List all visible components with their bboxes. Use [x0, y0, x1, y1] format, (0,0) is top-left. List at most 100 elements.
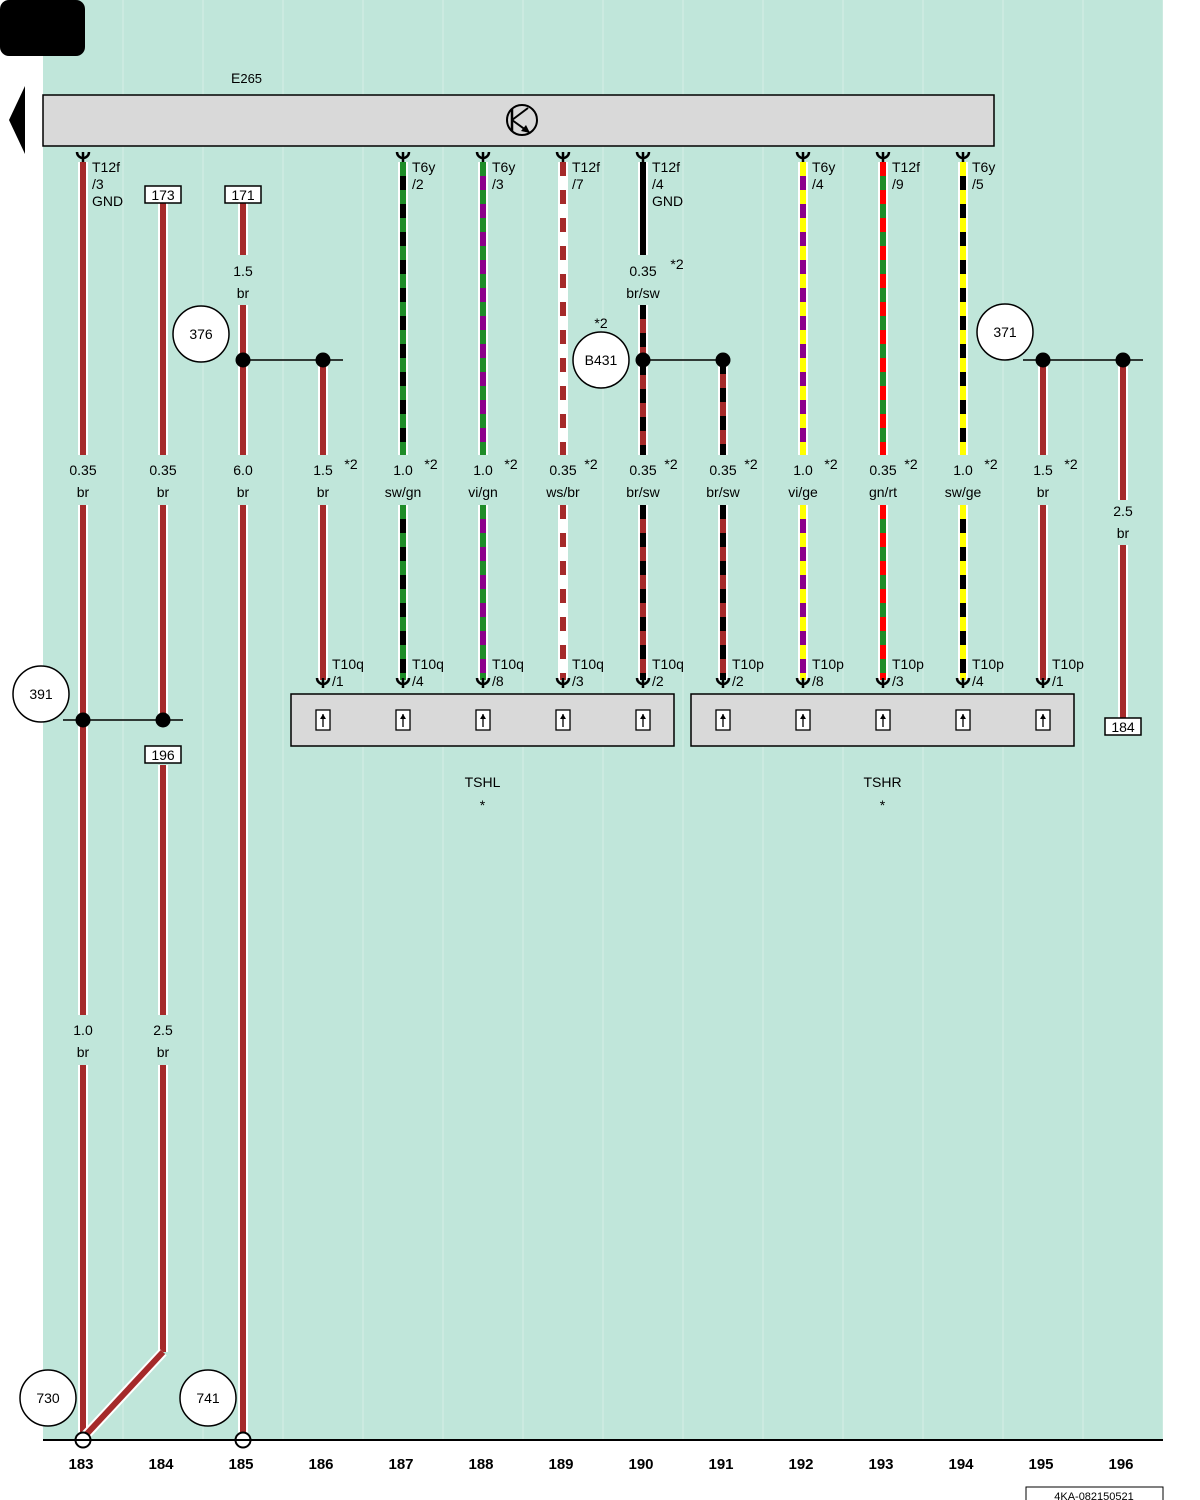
component-e265[interactable]: [42, 94, 995, 147]
pin-label: /5: [972, 176, 984, 192]
pin-bottom-186: [315, 677, 331, 688]
wire-color-top-185: br: [237, 285, 250, 301]
terminal-icon: [315, 709, 331, 731]
column-number: 183: [68, 1456, 93, 1473]
lower-color-183: br: [77, 1044, 90, 1060]
wire-color-196: br: [1117, 525, 1130, 541]
pin-label: /9: [892, 176, 904, 192]
connector-star-1: *: [880, 797, 886, 813]
connection-741-circle[interactable]: [179, 1369, 237, 1427]
wire-color-191: br/sw: [706, 484, 740, 500]
pin-bottom-190: [635, 677, 651, 688]
lower-gauge-183: 1.0: [73, 1022, 93, 1038]
column-number: 191: [708, 1456, 733, 1473]
terminal-icon: [795, 709, 811, 731]
pin-top-183: [75, 151, 91, 162]
wire-color-194: sw/ge: [945, 484, 982, 500]
pin-top-194: [955, 151, 971, 162]
page-id: 4KA-082150521: [1054, 1491, 1134, 1500]
connection-391: 391: [29, 686, 53, 702]
terminal-icon: [555, 709, 571, 731]
bottom-pin-label: /3: [892, 673, 904, 689]
column-number: 184: [148, 1456, 174, 1473]
column-number: 193: [868, 1456, 893, 1473]
wire-gauge-184: 0.35: [149, 462, 176, 478]
pin-top-188: [475, 151, 491, 162]
wire-gauge-top-185: 1.5: [233, 263, 253, 279]
bottom-pin-label: /8: [812, 673, 824, 689]
pin-label: T6y: [972, 159, 995, 175]
connection-b431-circle[interactable]: [572, 331, 630, 389]
terminal-arrow: [1040, 714, 1046, 719]
wire-note-186: *2: [344, 456, 357, 472]
wire-color-187: sw/gn: [385, 484, 422, 500]
wire-184-diag: [80, 1349, 166, 1441]
wire-color-186: br: [317, 484, 330, 500]
bottom-pin-label: T10q: [652, 656, 684, 672]
pin-top-192: [795, 151, 811, 162]
ref-184-box: [1104, 717, 1142, 736]
bottom-pin-label: T10p: [732, 656, 764, 672]
column-number: 194: [948, 1456, 974, 1473]
column-number: 185: [228, 1456, 253, 1473]
pin-bottom-192: [795, 677, 811, 688]
pin-label: T12f: [652, 159, 680, 175]
wire-color-183: br: [77, 484, 90, 500]
connection-b431: B431: [585, 352, 618, 368]
bottom-pin-label: T10q: [412, 656, 444, 672]
wire-gauge-188: 1.0: [473, 462, 493, 478]
wire-gauge-189: 0.35: [549, 462, 576, 478]
page-tab: [0, 0, 85, 56]
connection-371-circle[interactable]: [976, 303, 1034, 361]
wire-note-189: *2: [584, 456, 597, 472]
pin-label: /4: [812, 176, 824, 192]
pin-top-190: [635, 151, 651, 162]
connector-star-0: *: [480, 797, 486, 813]
connection-391-circle[interactable]: [12, 665, 70, 723]
terminal-icon: [715, 709, 731, 731]
wire-gauge-185: 6.0: [233, 462, 253, 478]
wire-gauge-196: 2.5: [1113, 503, 1133, 519]
terminal-icon: [1035, 709, 1051, 731]
bottom-pin-label: T10q: [332, 656, 364, 672]
bottom-pin-label: /3: [572, 673, 584, 689]
arrow-left-icon[interactable]: [9, 86, 25, 154]
wire-gauge-193: 0.35: [869, 462, 896, 478]
terminal-icon: [955, 709, 971, 731]
wire-note-192: *2: [824, 456, 837, 472]
page-id-box: [1025, 1486, 1164, 1500]
pin-label: GND: [92, 193, 123, 209]
pin-top-193: [875, 151, 891, 162]
bottom-pin-label: T10q: [492, 656, 524, 672]
ref-184: 184: [1111, 719, 1135, 735]
wire-gauge-187: 1.0: [393, 462, 413, 478]
connector-label-1: TSHR: [863, 774, 901, 790]
bottom-pin-label: /2: [732, 673, 744, 689]
pin-label: /7: [572, 176, 584, 192]
pin-bottom-187: [395, 677, 411, 688]
connection-730-circle[interactable]: [19, 1369, 77, 1427]
wire-note-187: *2: [424, 456, 437, 472]
junction-dot: [235, 352, 251, 368]
wire-color-185: br: [237, 484, 250, 500]
ref-171: 171: [231, 187, 255, 203]
bottom-pin-label: T10q: [572, 656, 604, 672]
ref-196-box: [144, 745, 182, 764]
wire-note-190: *2: [664, 456, 677, 472]
bottom-pin-label: /4: [972, 673, 984, 689]
bottom-pin-label: /8: [492, 673, 504, 689]
terminal-icon: [875, 709, 891, 731]
connection-376-circle[interactable]: [172, 305, 230, 363]
junction-dot: [635, 352, 651, 368]
pin-top-187: [395, 151, 411, 162]
terminal-icon: [635, 709, 651, 731]
column-number: 192: [788, 1456, 813, 1473]
pin-label: T6y: [412, 159, 435, 175]
ref-173: 173: [151, 187, 175, 203]
wire-note-191: *2: [744, 456, 757, 472]
bottom-pin-label: /4: [412, 673, 424, 689]
junction-dot: [715, 352, 731, 368]
junction-dot: [1115, 352, 1131, 368]
